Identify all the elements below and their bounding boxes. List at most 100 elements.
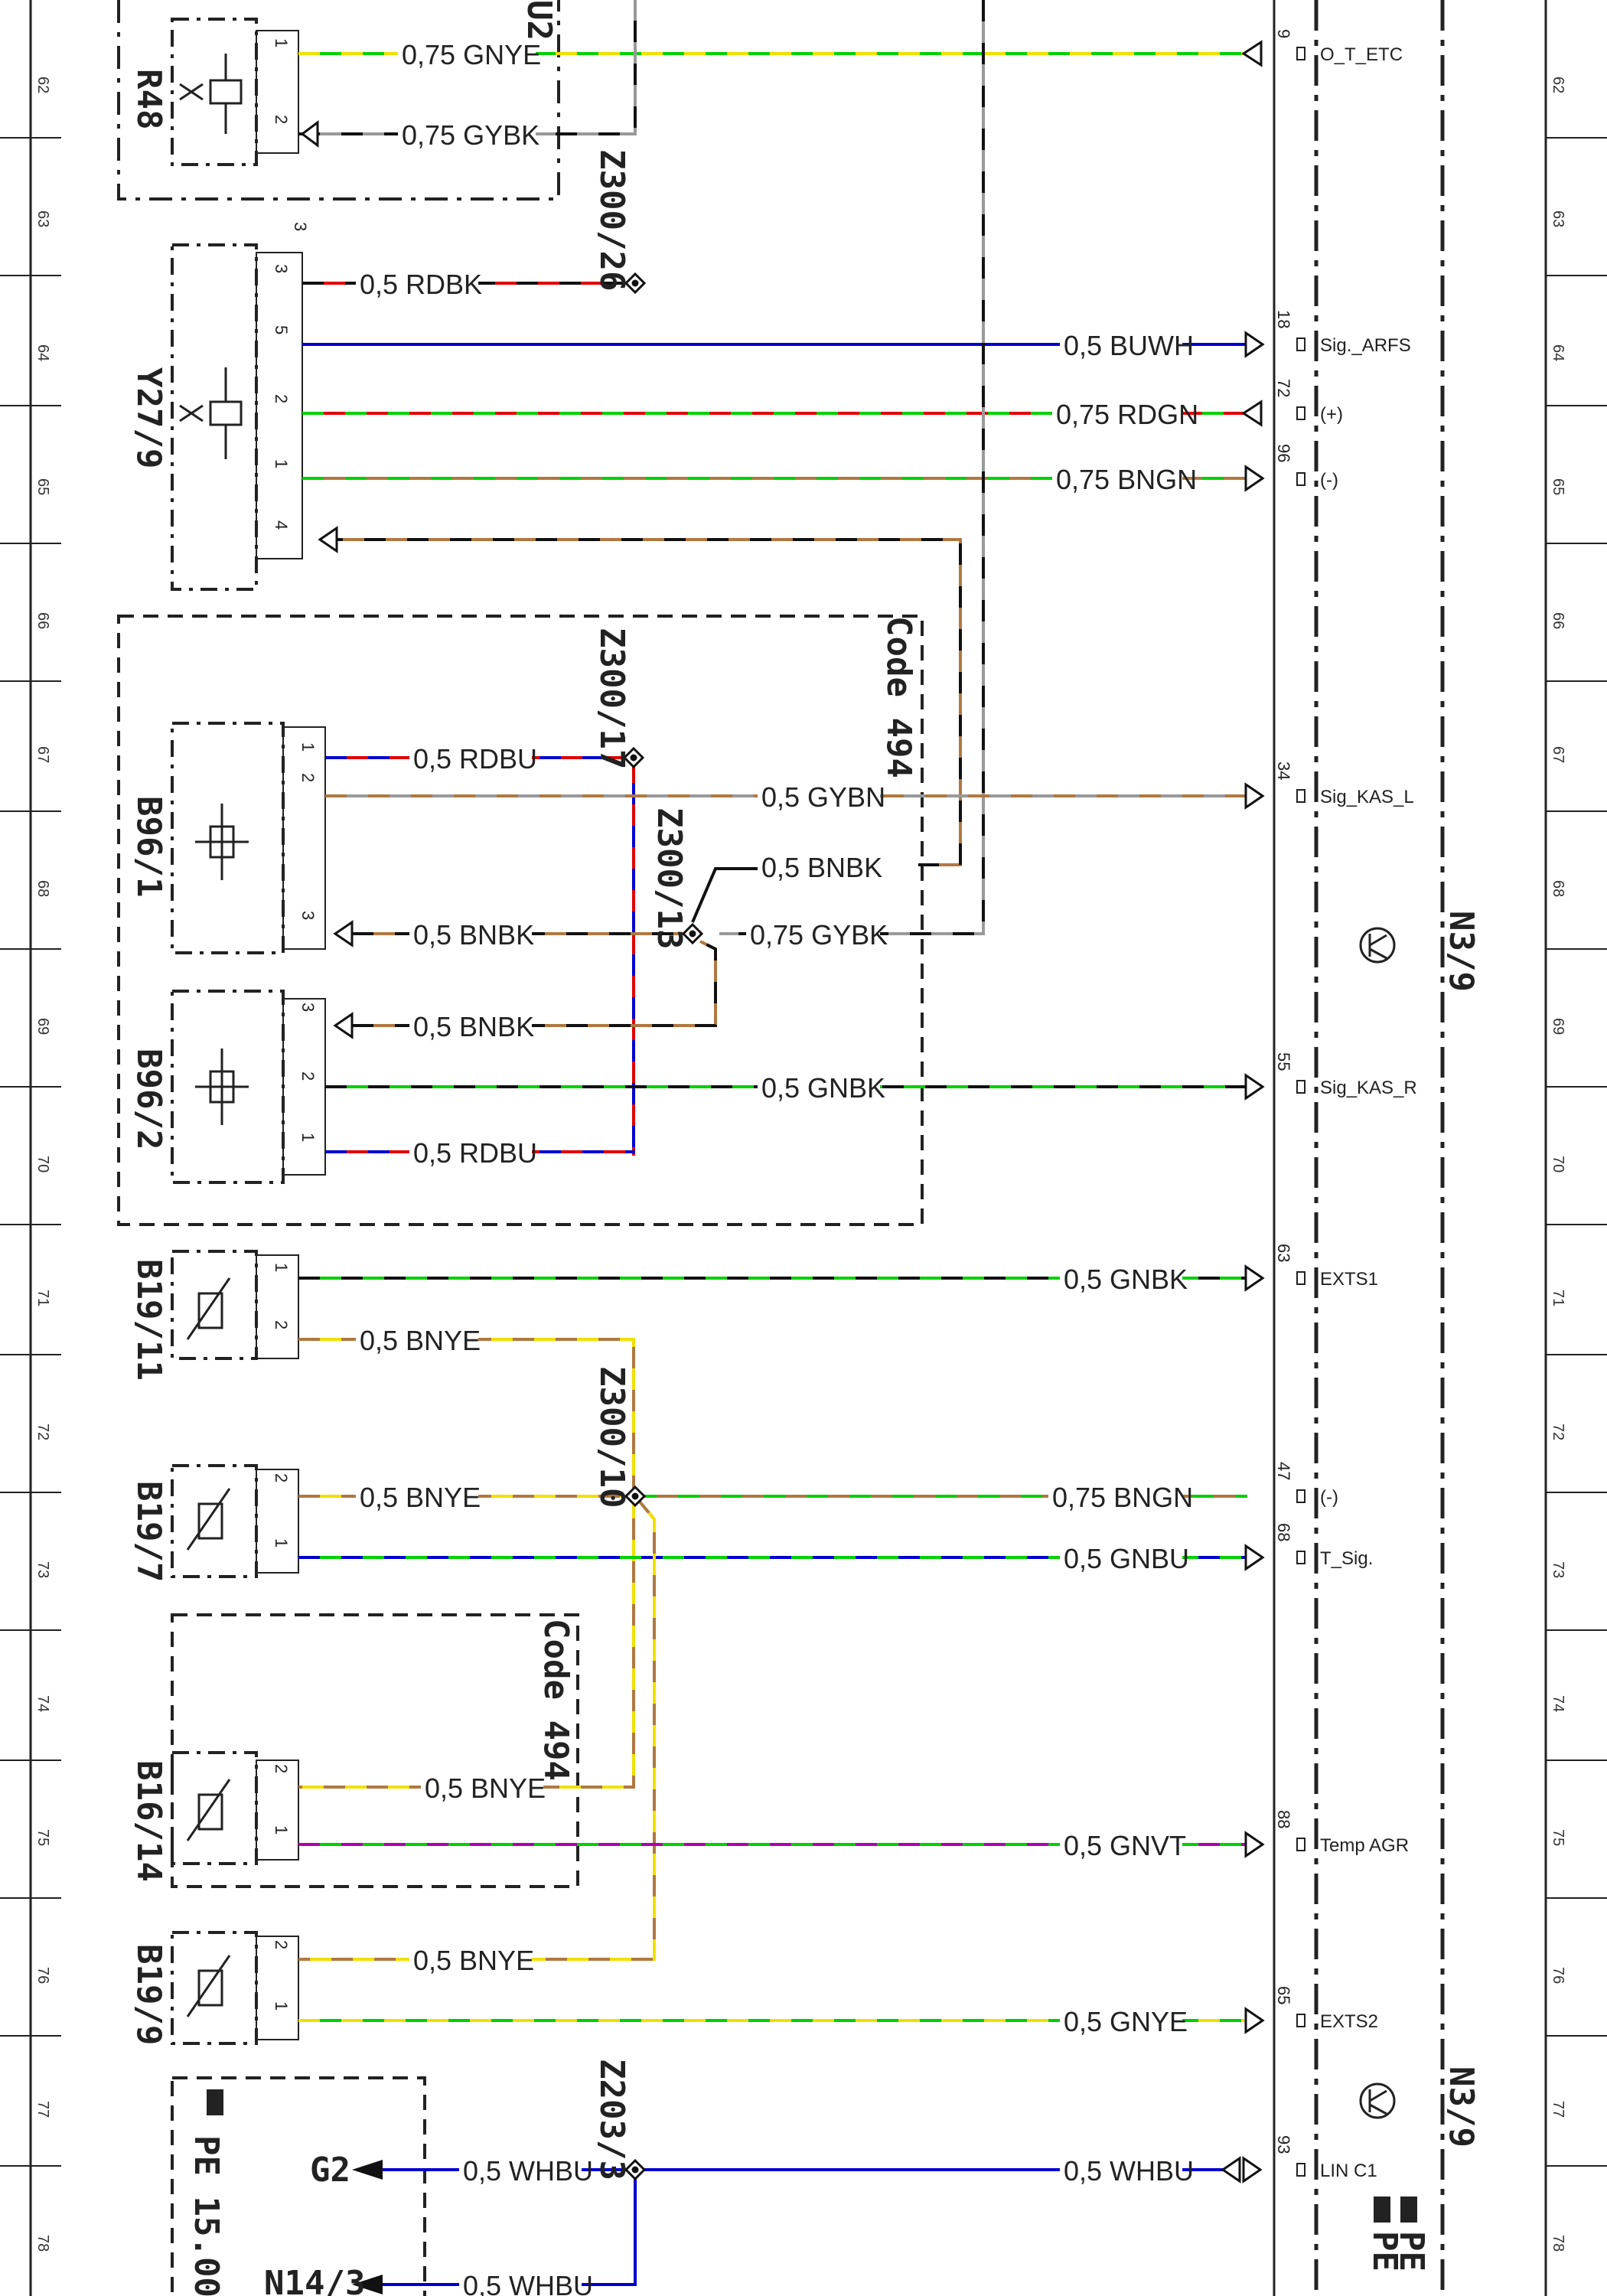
- output-label: G2: [310, 2151, 350, 2190]
- wire-bnbk: [321, 538, 962, 866]
- module-pin: 68 T_Sig.: [1274, 1523, 1373, 1569]
- wire-label: 0,5 BNYE: [413, 1945, 534, 1976]
- component-label: B96/2: [129, 1049, 168, 1150]
- row-number: 69: [1550, 1018, 1566, 1035]
- row-number: 64: [1550, 344, 1566, 361]
- component-pin-number: 1: [272, 1538, 291, 1548]
- code-label: Code 494: [879, 616, 918, 778]
- module-label: N3/9: [1442, 2066, 1481, 2148]
- connector-arrows: [300, 40, 1265, 2183]
- row-number: 76: [34, 1967, 51, 1984]
- module-pin: 9 O_T_ETC: [1274, 29, 1403, 65]
- component-pin-numbers: 1 2 3 5 2 1 4 1 2 3 3 2 1 1 2 2 1 2 1 2 …: [272, 38, 318, 2011]
- connector-strips: [256, 30, 326, 2040]
- component-pin-number: 3: [298, 911, 318, 920]
- module-pin: 63 EXTS1: [1274, 1244, 1378, 1290]
- module-label: N3/9: [1442, 911, 1481, 992]
- component-label: U2: [520, 0, 559, 41]
- module-pin-signal: Sig_KAS_L: [1320, 787, 1414, 807]
- ground-icon: [1374, 2197, 1417, 2223]
- wire-bnbk: [352, 940, 717, 1027]
- splice-label: Z203/3: [592, 2059, 631, 2180]
- component-label: B19/7: [129, 1481, 168, 1582]
- valve-icon: [179, 367, 243, 459]
- module-pin: 88 Temp AGR: [1274, 1810, 1409, 1856]
- splice-node: [622, 746, 645, 769]
- sensor-icon: [195, 804, 249, 880]
- module-pin-number: 34: [1274, 762, 1293, 780]
- component-pin-number: 2: [272, 1764, 291, 1773]
- row-number: 71: [34, 1290, 51, 1306]
- wire-label: 0,75 RDGN: [1056, 399, 1198, 430]
- component-pin-number: 2: [272, 394, 291, 403]
- module-pins: 9 O_T_ETC 18 Sig._ARFS 72 (+) 96 (-) 34 …: [1274, 29, 1417, 2181]
- component-label: Y27/9: [129, 367, 168, 468]
- row-number: 67: [34, 746, 51, 763]
- module-pin-number: 47: [1274, 1462, 1293, 1480]
- module-pin-signal: Sig._ARFS: [1320, 335, 1411, 356]
- module-pin-number: 72: [1274, 379, 1293, 397]
- row-numbers-left: 62 63 64 65 66 67 68 69 70 71 72 73 74 7…: [34, 77, 51, 2252]
- row-number: 77: [1550, 2101, 1566, 2118]
- row-number: 63: [34, 210, 51, 227]
- component-label: B96/1: [129, 796, 168, 897]
- splice-node: [624, 2158, 647, 2181]
- module-pin-signal: EXTS1: [1320, 1269, 1378, 1290]
- module-pin-signal: (-): [1320, 470, 1338, 491]
- ground-icon: [207, 2089, 223, 2115]
- wire-label: 0,5 RDBU: [413, 1137, 537, 1169]
- module-pin-signal: EXTS2: [1320, 2011, 1378, 2032]
- module-n3-9: [1273, 0, 1445, 2296]
- module-pin-signal: Sig_KAS_R: [1320, 1078, 1417, 1098]
- valve-icon: [179, 54, 243, 134]
- code-label: Code 494: [536, 1619, 575, 1781]
- splice-node: [681, 922, 704, 945]
- component-pin-number: 3: [298, 1003, 318, 1012]
- row-number: 66: [1550, 612, 1566, 629]
- module-pin-number: 96: [1274, 444, 1293, 462]
- component-pin-number: 1: [272, 1263, 291, 1272]
- wire-labels: 0,75 GNYE 0,75 GYBK 0,5 RDBK 0,5 BUWH 0,…: [356, 38, 1198, 2296]
- wire-label: 0,5 GNBK: [761, 1072, 885, 1104]
- wire-label: 0,5 GNVT: [1064, 1830, 1186, 1861]
- wire-label: 0,75 GYBK: [402, 119, 539, 151]
- component-label: B16/14: [129, 1760, 168, 1882]
- component-pin-number: 2: [272, 1320, 291, 1329]
- component-pin-number: 1: [272, 1825, 291, 1835]
- module-pin: 72 (+): [1274, 379, 1343, 425]
- thermistor-icon: [186, 1488, 231, 1551]
- transistor-icon: [1359, 927, 1396, 964]
- wire-label: 0,5 BUWH: [1064, 330, 1194, 361]
- component-pin-number: 2: [272, 115, 291, 124]
- wire-label: 0,5 BNYE: [360, 1482, 481, 1513]
- wire-label: 0,5 BNYE: [360, 1325, 481, 1356]
- module-pin: 34 Sig_KAS_L: [1274, 762, 1414, 807]
- row-number: 72: [1550, 1424, 1566, 1440]
- row-number: 62: [1550, 77, 1566, 93]
- row-number: 65: [1550, 478, 1566, 495]
- wire-whbu: [367, 2174, 637, 2286]
- wire-label: 0,5 WHBU: [1064, 2155, 1194, 2187]
- wire-label: 0,5 RDBK: [360, 269, 482, 300]
- row-number: 67: [1550, 746, 1566, 763]
- component-pin-number: 2: [272, 1940, 291, 1949]
- row-number: 70: [34, 1156, 51, 1172]
- wire-label: 0,5 BNBK: [413, 919, 534, 951]
- wire-bnye: [298, 1338, 635, 1789]
- row-number: 68: [1550, 880, 1566, 897]
- thermistor-icon: [186, 1955, 231, 2017]
- row-number: 77: [34, 2101, 51, 2118]
- thermistor-icon: [186, 1277, 231, 1340]
- wire-bnye: [298, 1495, 656, 1961]
- module-pin-signal: O_T_ETC: [1320, 44, 1403, 65]
- wire-label: 0,5 BNBK: [413, 1011, 534, 1042]
- output-arrow: [352, 2160, 383, 2294]
- wire-label: 0,5 GYBN: [761, 781, 885, 813]
- component-pin-number: 5: [272, 325, 291, 334]
- wire-label: 0,5 BNYE: [425, 1773, 546, 1804]
- component-pin-number: 2: [272, 1473, 291, 1482]
- page-reference-right: PE: [1365, 2231, 1404, 2272]
- component-label: B19/9: [129, 1944, 168, 2045]
- row-number: 65: [34, 478, 51, 495]
